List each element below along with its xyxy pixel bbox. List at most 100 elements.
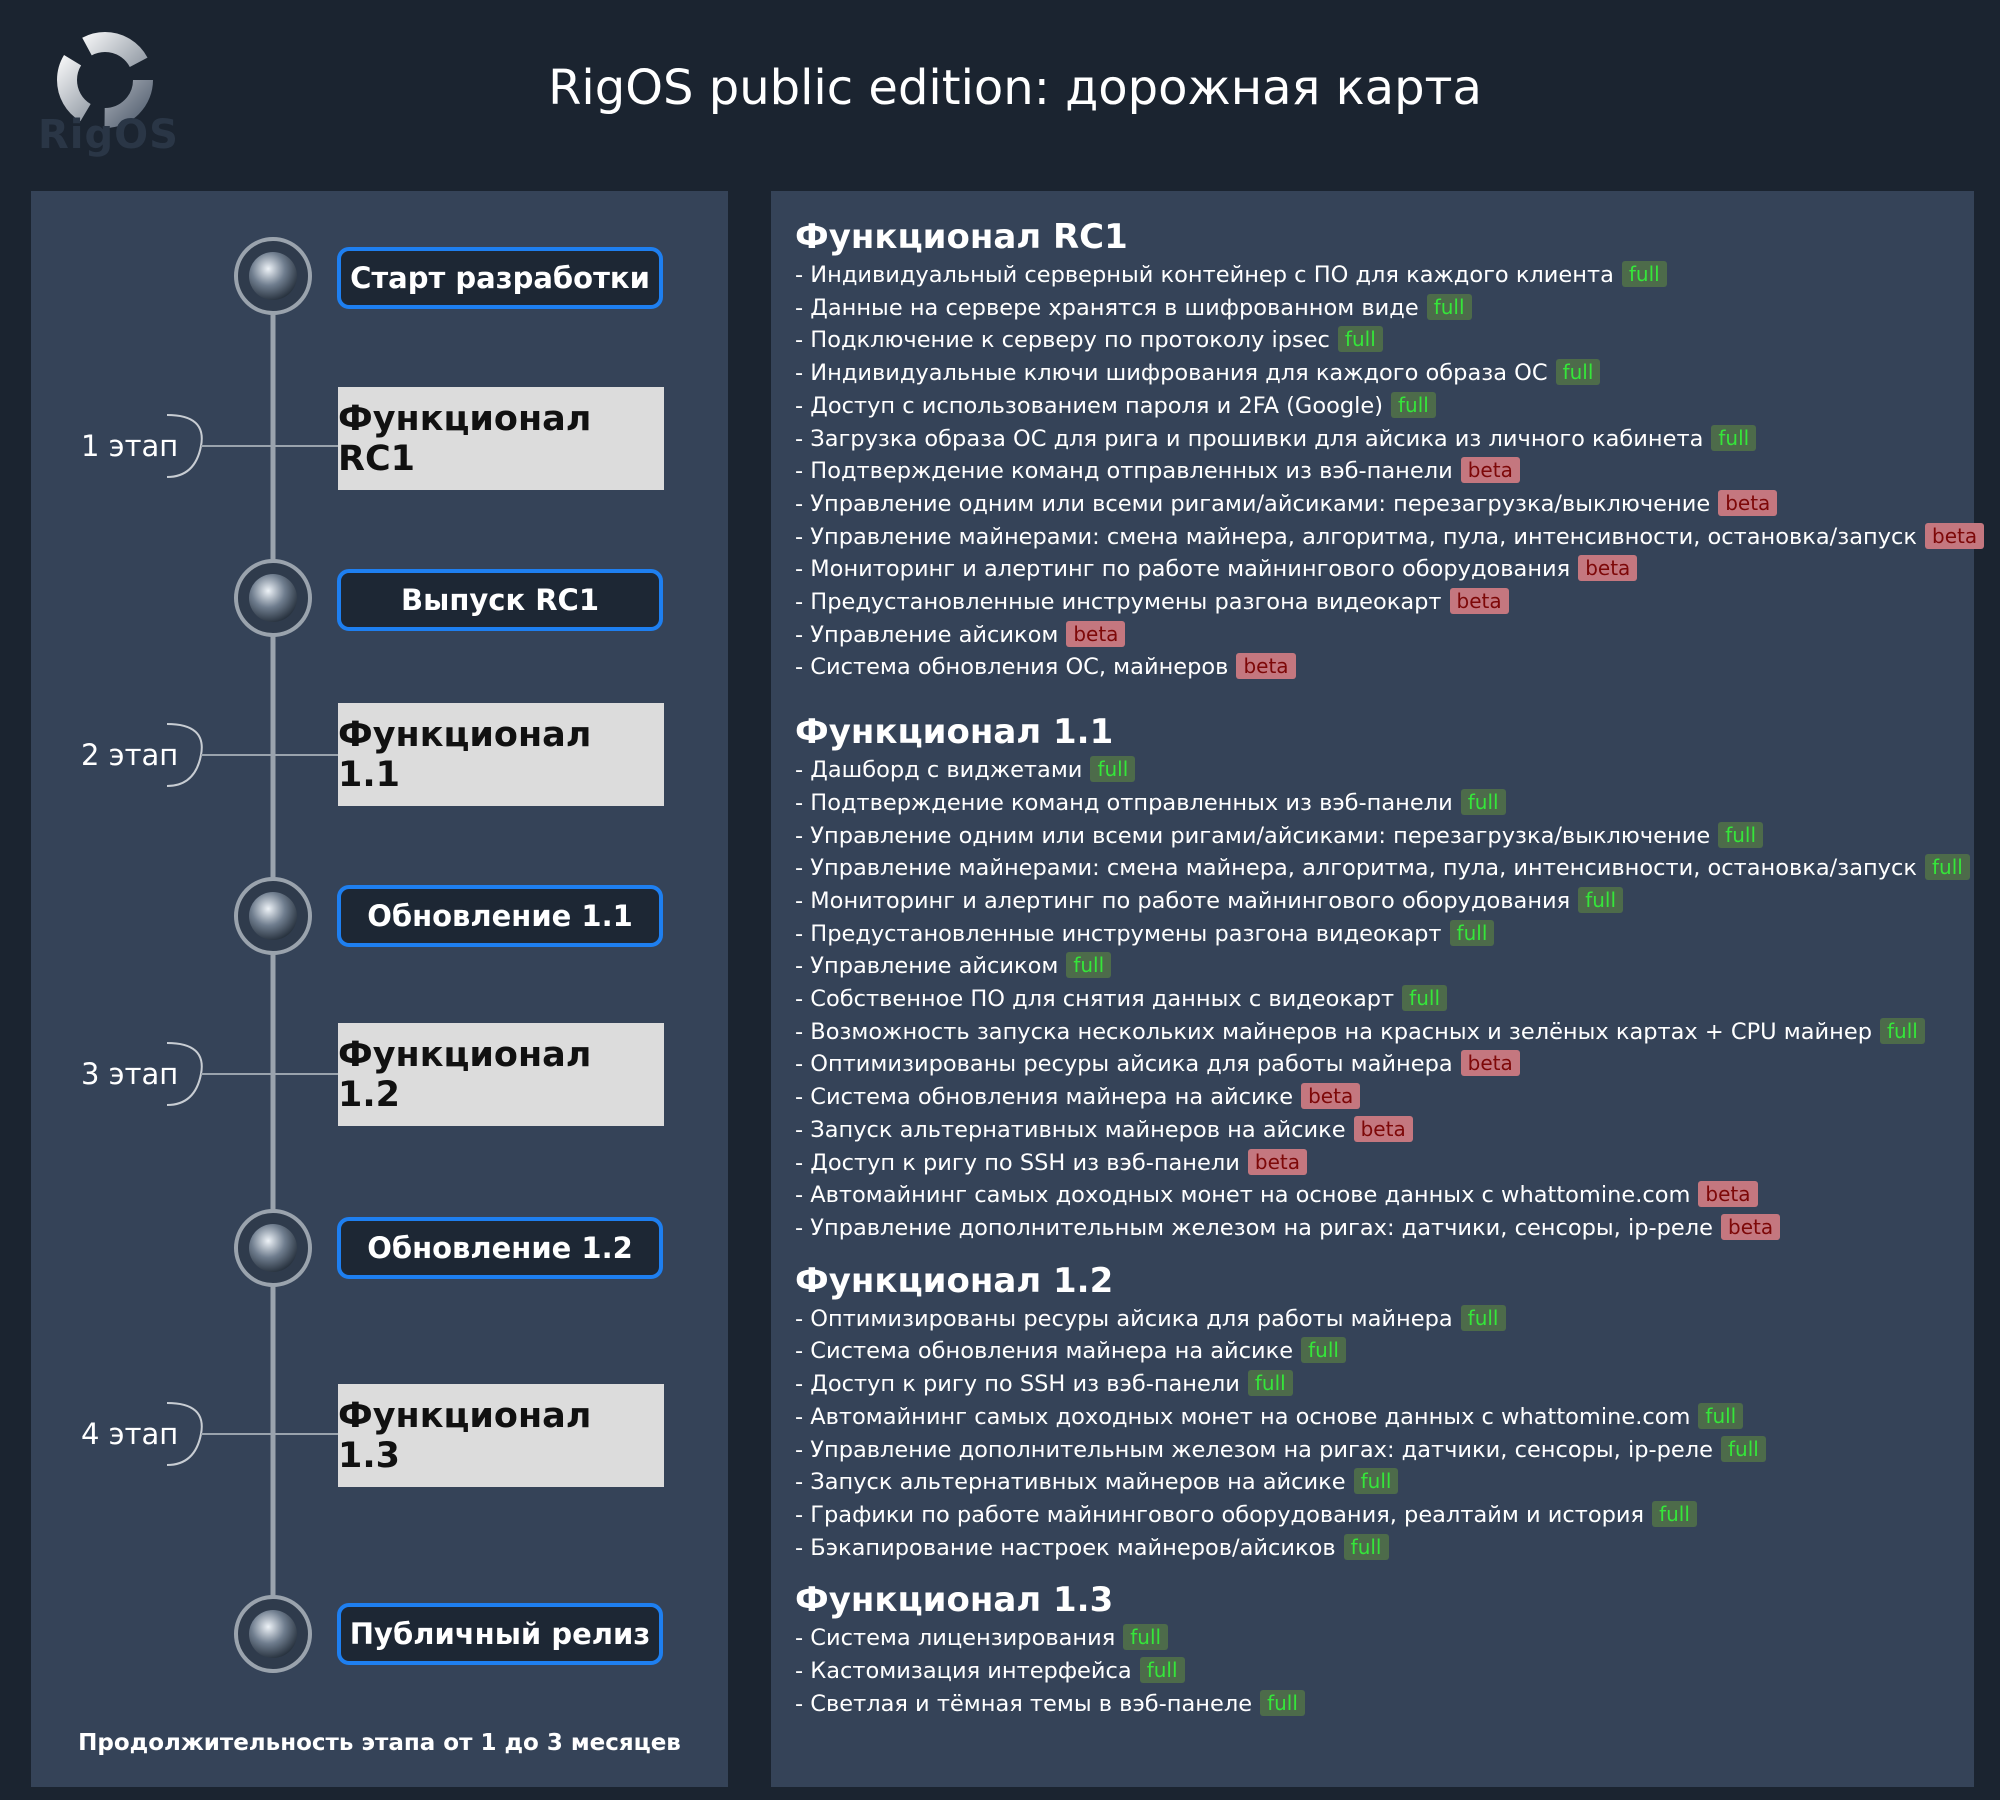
status-badge: full bbox=[1391, 391, 1436, 418]
feature-item: - Управление майнерами: смена майнера, а… bbox=[795, 852, 1970, 885]
feature-item: - Управление дополнительным железом на р… bbox=[795, 1212, 1965, 1245]
feature-text: - Данные на сервере хранятся в шифрованн… bbox=[795, 294, 1419, 321]
section-title: Функционал 1.3 bbox=[795, 1580, 1114, 1621]
feature-item: - Собственное ПО для снятия данных с вид… bbox=[795, 983, 1965, 1016]
section-title: Функционал 1.1 bbox=[795, 712, 1114, 753]
feature-item: - Индивидуальный серверный контейнер с П… bbox=[795, 259, 1965, 292]
feature-item: - Оптимизированы ресуры айсика для работ… bbox=[795, 1048, 1965, 1081]
status-badge: full bbox=[1721, 1435, 1766, 1462]
status-badge: full bbox=[1460, 788, 1506, 815]
feature-text: - Система обновления ОС, майнеров bbox=[795, 654, 1229, 681]
feature-text: - Доступ к ригу по SSH из вэб-панели bbox=[795, 1149, 1240, 1176]
feature-text: - Управление одним или всеми ригами/айси… bbox=[795, 490, 1711, 517]
feature-item: - Мониторинг и алертинг по работе майнин… bbox=[795, 885, 1965, 918]
rigos-logo-icon bbox=[57, 32, 153, 128]
stage-connector-4 bbox=[166, 1402, 338, 1466]
stage-label-3: 3 этап bbox=[81, 1057, 179, 1091]
feature-text: - Управление дополнительным железом на р… bbox=[795, 1214, 1713, 1241]
status-badge: full bbox=[1090, 756, 1136, 783]
feature-text: - Управление дополнительным железом на р… bbox=[795, 1436, 1713, 1463]
feature-item: - Мониторинг и алертинг по работе майнин… bbox=[795, 553, 1965, 586]
status-badge: beta bbox=[1718, 489, 1778, 516]
feature-text: - Управление майнерами: смена майнера, а… bbox=[795, 523, 1917, 550]
stage-label-1: 1 этап bbox=[81, 429, 179, 463]
status-badge: full bbox=[1449, 919, 1495, 946]
rigos-node-icon bbox=[234, 1209, 312, 1287]
feature-text: - Мониторинг и алертинг по работе майнин… bbox=[795, 556, 1571, 583]
feature-item: - Загрузка образа ОС для рига и прошивки… bbox=[795, 423, 1965, 456]
stage-box-1-1: Функционал 1.1 bbox=[338, 703, 664, 806]
status-badge: full bbox=[1621, 261, 1667, 287]
duration-note: Продолжительность этапа от 1 до 3 месяце… bbox=[78, 1730, 681, 1756]
feature-item: - Автомайнинг самых доходных монет на ос… bbox=[795, 1401, 1965, 1434]
feature-text: - Светлая и тёмная темы в вэб-панеле bbox=[795, 1690, 1253, 1717]
status-badge: beta bbox=[1698, 1181, 1758, 1208]
feature-item: - Запуск альтернативных майнеров на айси… bbox=[795, 1114, 1965, 1147]
feature-text: - Автомайнинг самых доходных монет на ос… bbox=[795, 1403, 1691, 1430]
feature-item: - Предустановленные инструмены разгона в… bbox=[795, 586, 1965, 619]
feature-text: - Запуск альтернативных майнеров на айси… bbox=[795, 1116, 1346, 1143]
status-badge: full bbox=[1718, 821, 1764, 848]
feature-text: - Управление айсиком bbox=[795, 953, 1059, 980]
stage-label-2: 2 этап bbox=[81, 738, 179, 772]
feature-text: - Графики по работе майнингового оборудо… bbox=[795, 1501, 1645, 1528]
status-badge: beta bbox=[1066, 620, 1126, 647]
feature-item: - Доступ с использованием пароля и 2FA (… bbox=[795, 390, 1965, 423]
status-badge: beta bbox=[1578, 555, 1638, 582]
status-badge: full bbox=[1652, 1500, 1697, 1527]
feature-text: - Управление одним или всеми ригами/айси… bbox=[795, 822, 1711, 849]
feature-item: - Графики по работе майнингового оборудо… bbox=[795, 1499, 1965, 1532]
feature-item: - Подтверждение команд отправленных из в… bbox=[795, 455, 1965, 488]
status-badge: full bbox=[1426, 293, 1472, 320]
rigos-node-icon bbox=[234, 1595, 312, 1673]
stage-box-rc1: Функционал RC1 bbox=[338, 387, 664, 490]
page-title: RigOS public edition: дорожная карта bbox=[548, 60, 1482, 116]
timeline-graphic bbox=[166, 237, 338, 1673]
feature-text: - Подключение к серверу по протоколу ips… bbox=[795, 327, 1330, 354]
rigos-node-icon bbox=[234, 877, 312, 955]
feature-text: - Мониторинг и алертинг по работе майнин… bbox=[795, 887, 1571, 914]
status-badge: full bbox=[1123, 1624, 1169, 1651]
status-badge: full bbox=[1353, 1468, 1399, 1495]
milestone-update-1-1: Обновление 1.1 bbox=[337, 885, 663, 947]
feature-item: - Оптимизированы ресуры айсика для работ… bbox=[795, 1303, 1965, 1336]
stage-label-4: 4 этап bbox=[81, 1417, 179, 1451]
feature-item: - Управление одним или всеми ригами/айси… bbox=[795, 488, 1965, 521]
feature-text: - Оптимизированы ресуры айсика для работ… bbox=[795, 1051, 1453, 1078]
feature-item: - Запуск альтернативных майнеров на айси… bbox=[795, 1466, 1965, 1499]
feature-text: - Доступ к ригу по SSH из вэб-панели bbox=[795, 1371, 1240, 1398]
feature-text: - Возможность запуска нескольких майнеро… bbox=[795, 1018, 1873, 1045]
status-badge: beta bbox=[1247, 1148, 1307, 1175]
feature-text: - Система обновления майнера на айсике bbox=[795, 1084, 1294, 1111]
feature-text: - Оптимизированы ресуры айсика для работ… bbox=[795, 1305, 1453, 1332]
feature-item: - Данные на сервере хранятся в шифрованн… bbox=[795, 292, 1965, 325]
section-title: Функционал RC1 bbox=[795, 217, 1128, 257]
feature-item: - Управление дополнительным железом на р… bbox=[795, 1434, 1965, 1467]
rigos-node-icon bbox=[234, 559, 312, 637]
stage-box-1-3: Функционал 1.3 bbox=[338, 1384, 664, 1487]
status-badge: full bbox=[1337, 326, 1383, 353]
features-panel: Функционал RC1 - Индивидуальный серверный… bbox=[771, 191, 1985, 1787]
milestone-update-1-2: Обновление 1.2 bbox=[337, 1217, 663, 1279]
timeline-panel: Старт разработки Выпуск RC1 Обновление 1… bbox=[31, 191, 728, 1787]
status-badge: full bbox=[1925, 854, 1970, 881]
milestone-rc1-release: Выпуск RC1 bbox=[337, 569, 663, 631]
feature-text: - Подтверждение команд отправленных из в… bbox=[795, 458, 1453, 485]
status-badge: full bbox=[1711, 424, 1757, 451]
milestone-start: Старт разработки bbox=[337, 247, 663, 309]
feature-text: - Индивидуальный серверный контейнер с П… bbox=[795, 262, 1614, 288]
status-badge: full bbox=[1402, 985, 1448, 1012]
feature-text: - Предустановленные инструмены разгона в… bbox=[795, 920, 1442, 947]
feature-text: - Управление майнерами: смена майнера, а… bbox=[795, 855, 1917, 882]
stage-box-1-2: Функционал 1.2 bbox=[338, 1023, 664, 1126]
feature-item: - Автомайнинг самых доходных монет на ос… bbox=[795, 1179, 1965, 1212]
status-badge: full bbox=[1698, 1402, 1744, 1429]
feature-text: - Индивидуальные ключи шифрования для ка… bbox=[795, 360, 1548, 387]
status-badge: full bbox=[1301, 1337, 1346, 1364]
